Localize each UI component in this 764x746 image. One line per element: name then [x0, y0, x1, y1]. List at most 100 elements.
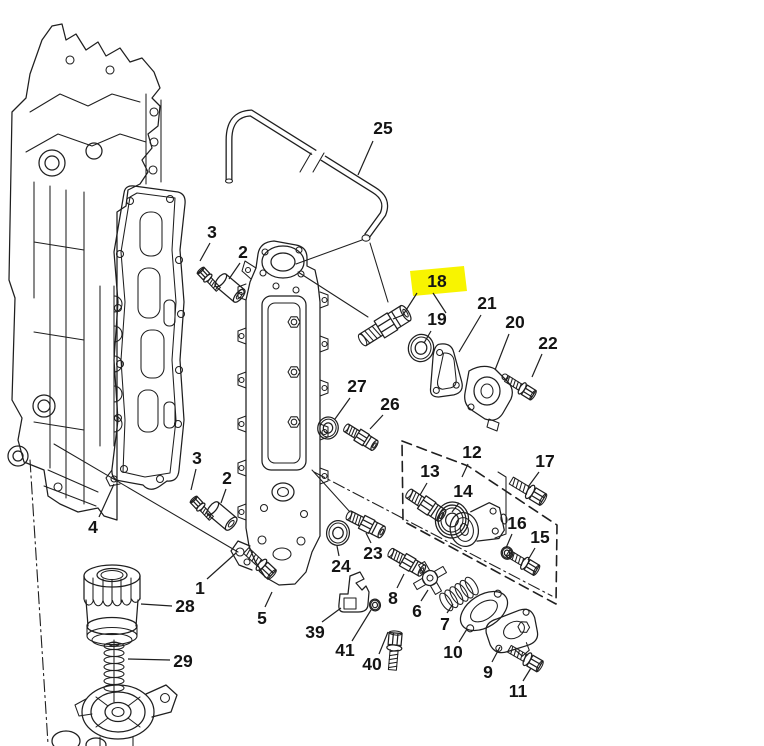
leader-line [495, 334, 509, 370]
gasket-21 [428, 343, 468, 401]
part-label-12[interactable]: 12 [462, 442, 482, 462]
part-label-22[interactable]: 22 [538, 333, 558, 353]
part-label-1[interactable]: 1 [195, 578, 205, 598]
leader-line [528, 548, 535, 560]
leader-line [447, 604, 453, 613]
leader-line [128, 659, 170, 660]
leader-line [221, 489, 226, 503]
leader-line [207, 553, 236, 579]
leader-line [459, 629, 467, 642]
highlight-marker-18 [410, 266, 467, 296]
leader-line [379, 632, 388, 654]
part-label-5[interactable]: 5 [257, 608, 267, 628]
leader-line [421, 590, 428, 601]
leader-line [506, 534, 512, 548]
plug-23 [343, 507, 388, 540]
pump-housing-bottom [52, 685, 177, 746]
leader-line [420, 483, 427, 495]
part-label-2[interactable]: 2 [238, 242, 248, 262]
leader-line [424, 331, 431, 343]
assembly-lines [30, 240, 552, 744]
body-1-art [231, 241, 328, 585]
part-label-20[interactable]: 20 [505, 312, 525, 332]
part-label-13[interactable]: 13 [420, 461, 440, 481]
part-label-7[interactable]: 7 [440, 614, 450, 634]
leader-line [335, 398, 350, 419]
part-label-14[interactable]: 14 [453, 481, 473, 501]
leader-line [462, 464, 468, 477]
gasket-10 [453, 583, 514, 638]
leader-line [191, 469, 196, 490]
bolt-17 [506, 473, 550, 508]
leader-line [366, 533, 371, 543]
leader-line [397, 574, 404, 588]
part-label-27[interactable]: 27 [347, 376, 366, 396]
part-label-26[interactable]: 26 [380, 394, 400, 414]
bracket-39 [339, 572, 369, 612]
part-label-29[interactable]: 29 [173, 651, 193, 671]
leader-line [200, 243, 210, 261]
leader-line [492, 647, 500, 662]
part-label-41[interactable]: 41 [335, 640, 355, 660]
part-label-19[interactable]: 19 [427, 309, 447, 329]
leader-line [352, 610, 371, 641]
part-label-28[interactable]: 28 [175, 596, 195, 616]
leader-line [523, 668, 531, 681]
part-label-39[interactable]: 39 [305, 622, 325, 642]
spring-29 [104, 642, 124, 692]
leader-line [532, 354, 542, 377]
washer-19 [405, 331, 437, 365]
bolt-11 [505, 641, 546, 675]
part-label-11[interactable]: 11 [509, 681, 528, 701]
plug-26 [340, 420, 381, 453]
gasket-4-art [106, 186, 185, 489]
cover-9 [481, 602, 548, 667]
part-label-23[interactable]: 23 [363, 543, 383, 563]
spacer-2-top [213, 272, 247, 304]
housing-20 [465, 366, 513, 431]
spacer-2-lower [205, 500, 239, 532]
leader-line [358, 141, 373, 175]
leader-line [459, 315, 481, 352]
seal-14 [433, 499, 472, 540]
part-label-40[interactable]: 40 [362, 654, 382, 674]
fitting-18 [354, 302, 415, 351]
part-label-4[interactable]: 4 [88, 517, 98, 537]
washer-24 [324, 518, 352, 548]
part-label-10[interactable]: 10 [443, 642, 463, 662]
valve-6 [407, 555, 453, 601]
leader-line [393, 293, 417, 319]
part-label-15[interactable]: 15 [530, 527, 550, 547]
washer-41 [368, 598, 382, 612]
bolt-40 [384, 629, 404, 672]
leader-line [337, 546, 339, 556]
part-label-17[interactable]: 17 [535, 451, 554, 471]
part-label-3[interactable]: 3 [192, 448, 202, 468]
spring-7 [437, 575, 481, 613]
leader-line [528, 472, 539, 487]
part-label-21[interactable]: 21 [477, 293, 497, 313]
oil-filter-28 [84, 565, 140, 647]
leader-line [322, 608, 341, 622]
part-label-3[interactable]: 3 [207, 222, 217, 242]
leader-line [452, 503, 459, 512]
leader-line [265, 592, 272, 607]
pump-assembly-12 [446, 500, 511, 549]
leader-line [141, 604, 172, 606]
part-label-8[interactable]: 8 [388, 588, 398, 608]
washer-16 [499, 545, 515, 561]
part-label-24[interactable]: 24 [331, 556, 351, 576]
part-label-25[interactable]: 25 [373, 118, 393, 138]
part-label-9[interactable]: 9 [483, 662, 493, 682]
part-label-16[interactable]: 16 [507, 513, 527, 533]
bolt-5 [240, 544, 279, 582]
part-label-2[interactable]: 2 [222, 468, 232, 488]
part-label-18[interactable]: 18 [427, 271, 447, 291]
part-label-6[interactable]: 6 [412, 601, 422, 621]
hose-25-art [226, 113, 385, 241]
leader-line [229, 263, 240, 279]
leader-line [433, 293, 446, 313]
